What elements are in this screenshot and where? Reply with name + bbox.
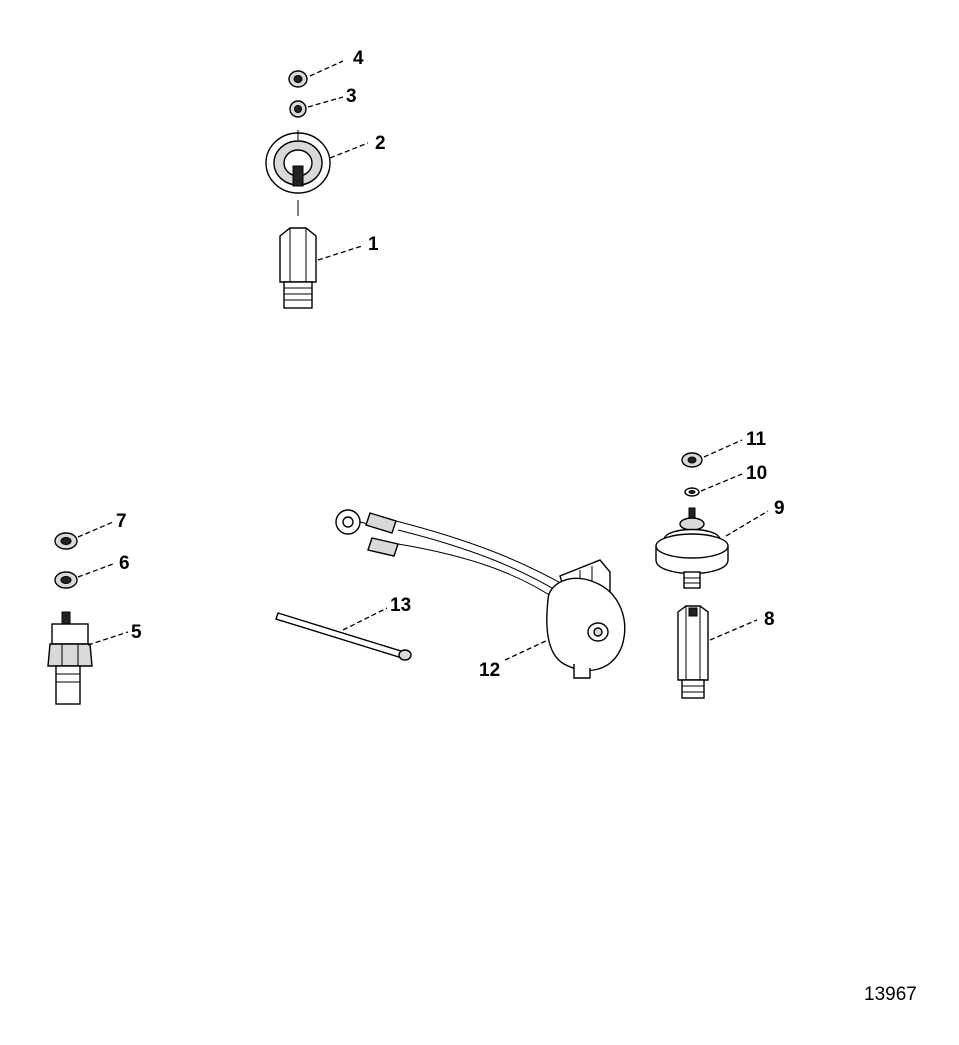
part-10-washer [684,487,700,497]
callout-13: 13 [390,595,411,616]
callout-6: 6 [119,553,130,574]
part-11-nut [681,452,703,468]
callout-2: 2 [375,133,386,154]
callout-10: 10 [746,463,767,484]
callout-11: 11 [746,429,767,450]
callout-5: 5 [131,622,142,643]
callout-7: 7 [116,511,127,532]
callout-4: 4 [353,48,364,69]
callout-12: 12 [479,660,500,681]
callout-8: 8 [764,609,775,630]
part-3-washer [289,100,307,118]
part-13-tie-strap [275,612,412,661]
part-4-nut [288,70,308,88]
leader-lines [77,60,769,661]
part-8-adapter [677,605,709,699]
callout-9: 9 [774,498,785,519]
part-1-adapter [279,227,317,309]
callout-3: 3 [346,86,357,107]
figure-number: 13967 [864,984,917,1005]
part-7-nut [54,532,78,550]
part-9-sender [655,507,729,589]
part-2-sender [265,130,331,216]
part-6-washer [54,571,78,589]
part-5-switch [47,611,93,705]
callout-1: 1 [368,234,379,255]
part-12-harness [335,509,626,679]
